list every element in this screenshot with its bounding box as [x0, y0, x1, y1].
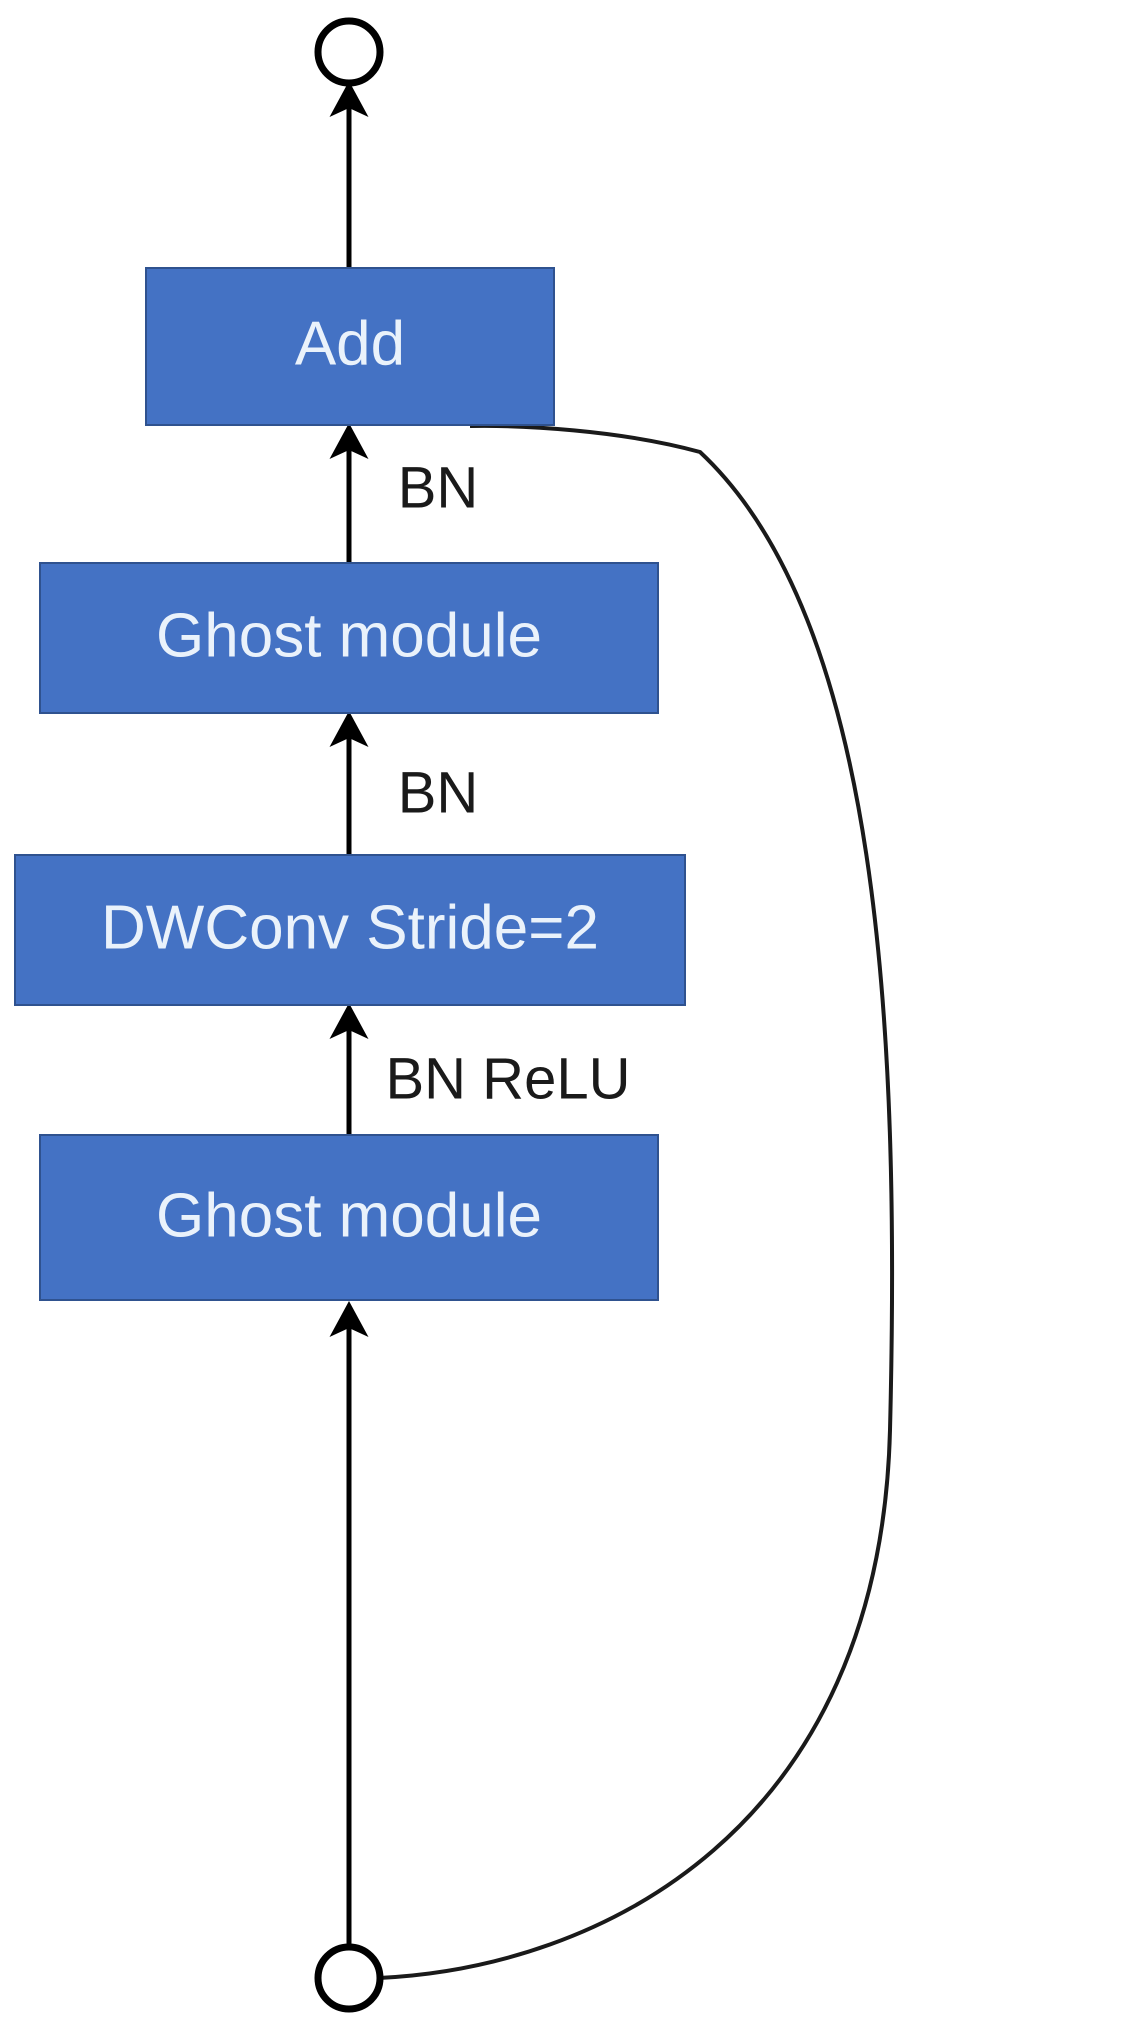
node-dwconv-label: DWConv Stride=2 — [101, 893, 599, 962]
node-dwconv-box — [14, 854, 686, 1006]
node-ghost-module-upper-box — [39, 562, 659, 714]
node-ghost-module-upper: Ghost module — [39, 562, 659, 714]
node-dwconv: DWConv Stride=2 — [14, 854, 686, 1006]
node-add-label: Add — [295, 309, 405, 378]
edge-label-bn-lower: BN — [398, 760, 479, 825]
edge-label-bn-relu: BN ReLU — [386, 1046, 631, 1111]
node-ghost-module-upper-label: Ghost module — [156, 601, 542, 670]
node-add-box — [145, 267, 555, 426]
skip-connection-path — [377, 423, 895, 1980]
node-ghost-module-lower: Ghost module — [39, 1134, 659, 1301]
input-node-circle — [314, 1943, 384, 2013]
output-node-circle — [314, 17, 384, 87]
node-ghost-module-lower-box — [39, 1134, 659, 1301]
node-ghost-module-lower-label: Ghost module — [156, 1181, 542, 1250]
edge-label-bn-upper: BN — [398, 455, 479, 520]
node-add: Add — [145, 267, 555, 426]
